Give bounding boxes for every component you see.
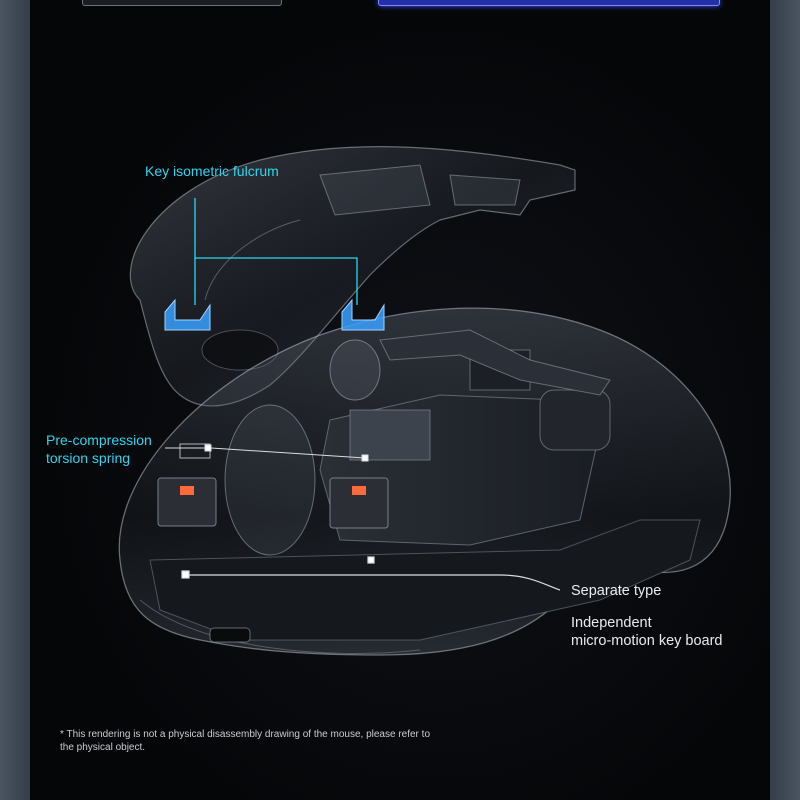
top-shell <box>129 146 576 407</box>
tab-left[interactable] <box>82 0 282 6</box>
scroll-wheel <box>224 339 381 556</box>
fulcrum-marker-right <box>341 298 385 331</box>
left-micro-switch <box>157 477 217 527</box>
key-fulcrum-label: Key isometric fulcrum <box>145 163 279 179</box>
right-micro-switch <box>329 477 389 529</box>
spring-callout-line <box>165 443 369 462</box>
fulcrum-marker-left <box>164 298 211 331</box>
internal-pcb <box>319 329 611 546</box>
board-label-line1: Independent <box>571 615 652 631</box>
board-callout-line <box>181 556 561 591</box>
spring-label-line1: Pre-compression <box>46 432 152 448</box>
spring-label-line2: torsion spring <box>46 450 131 466</box>
separate-type-label: Separate type <box>571 583 662 599</box>
fulcrum-callout-lines <box>194 198 358 305</box>
tab-right-active[interactable] <box>378 0 720 6</box>
board-label-line2: micro-motion key board <box>571 633 723 649</box>
disclaimer-footnote: * This rendering is not a physical disas… <box>60 729 431 753</box>
base-plate <box>149 519 701 643</box>
